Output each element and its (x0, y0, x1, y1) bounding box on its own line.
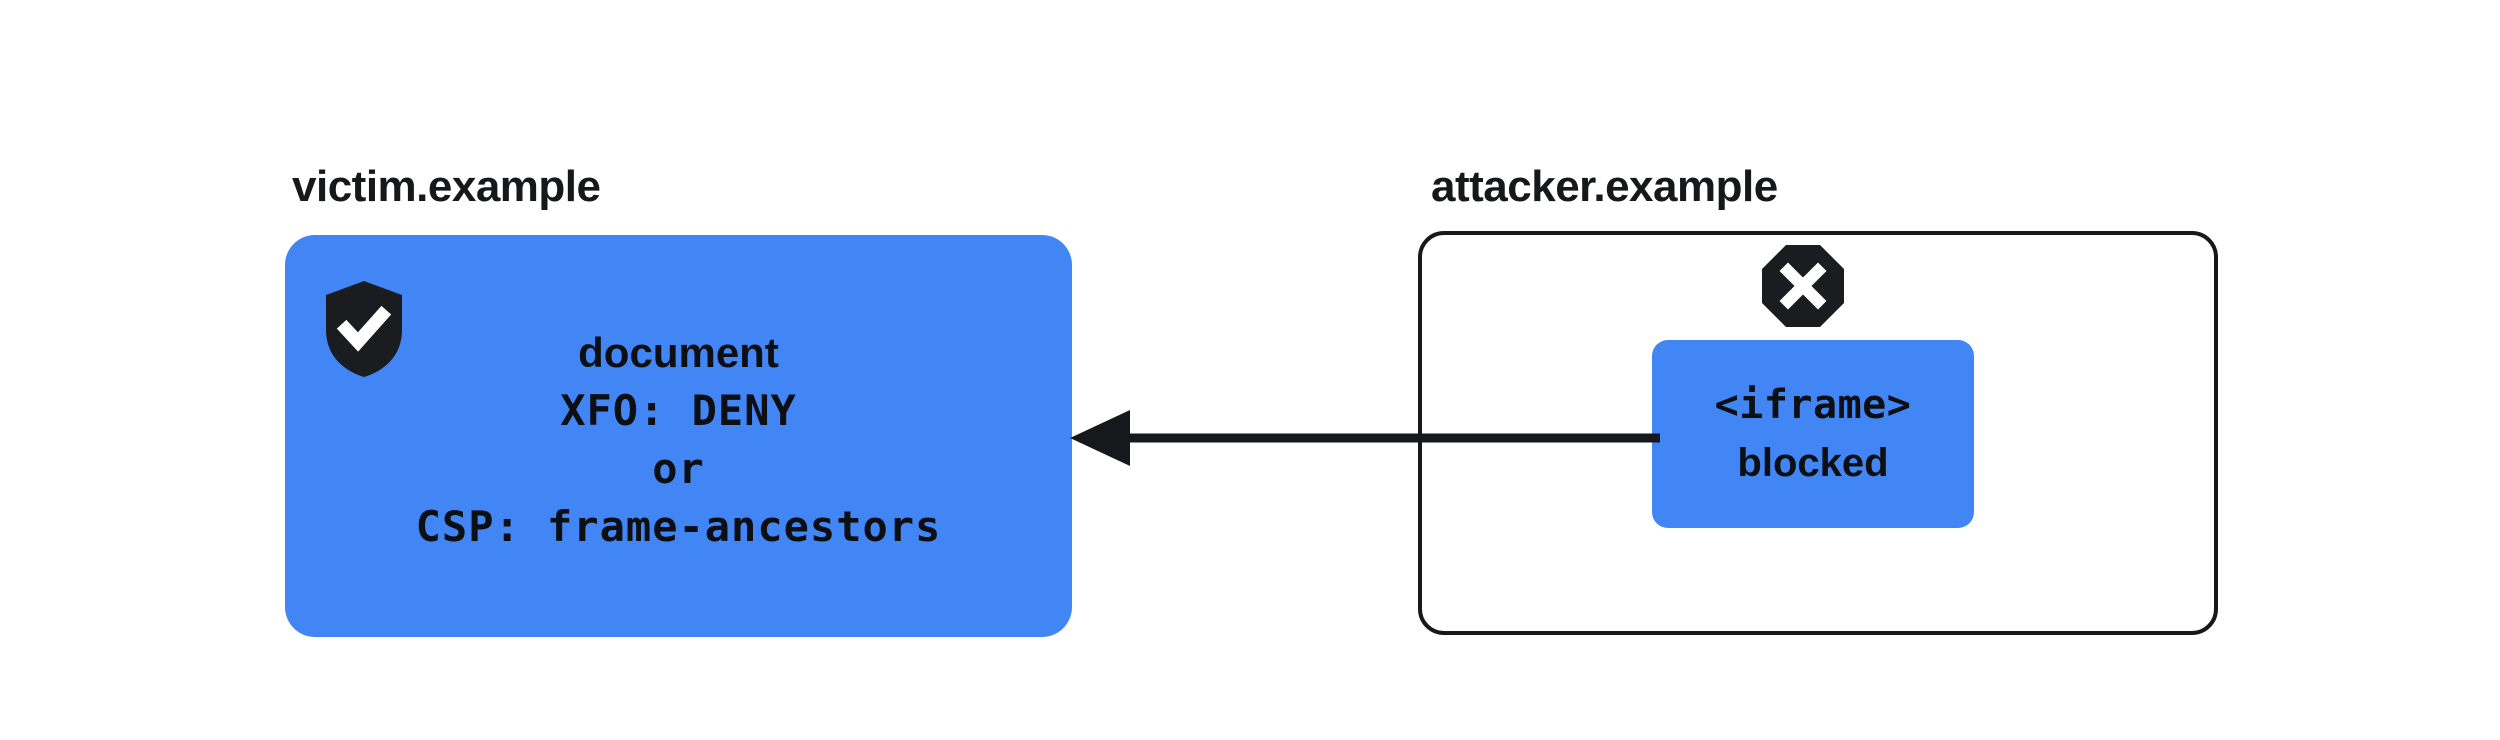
victim-line-or: or (652, 444, 705, 493)
victim-line-document: document (578, 329, 779, 376)
victim-policy-text: document XFO: DENY or CSP: frame-ancesto… (285, 235, 1072, 637)
victim-origin-label: victim.example (292, 162, 601, 211)
shield-check-icon (325, 280, 403, 378)
iframe-tag-label: <iframe> (1714, 382, 1912, 428)
attacker-origin-label: attacker.example (1431, 162, 1778, 211)
victim-line-csp: CSP: frame-ancestors (415, 502, 942, 551)
iframe-blocked-label: blocked (1737, 441, 1889, 485)
victim-document-panel: document XFO: DENY or CSP: frame-ancesto… (285, 235, 1072, 637)
blocked-iframe-box: <iframe> blocked (1652, 340, 1974, 528)
octagon-x-blocked-icon (1761, 244, 1845, 328)
victim-line-xfo: XFO: DENY (560, 386, 797, 435)
